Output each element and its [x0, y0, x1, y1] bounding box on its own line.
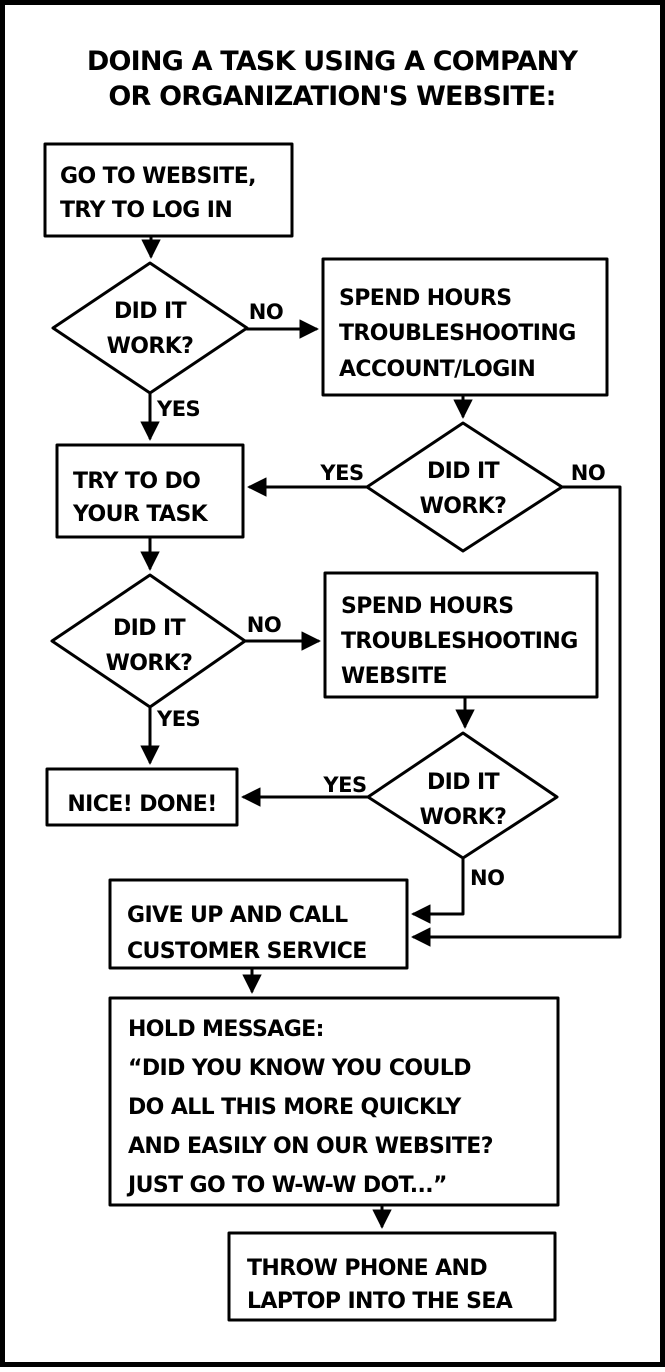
edge-label-decision1-yes: YES — [156, 397, 200, 421]
node-give-up-line2: CUSTOMER SERVICE — [127, 939, 367, 964]
node-troubleshoot-website-line2: TROUBLESHOOTING — [341, 629, 578, 654]
node-decision4-line1: DID IT — [427, 770, 500, 795]
node-decision3-diamond — [50, 573, 247, 709]
node-decision4-line2: WORK? — [420, 805, 507, 830]
node-throw-sea-box — [227, 1231, 557, 1322]
node-give-up-line1: GIVE UP AND CALL — [127, 903, 348, 928]
node-start-line2: TRY TO LOG IN — [60, 198, 232, 223]
node-decision2-line2: WORK? — [420, 494, 507, 519]
edge-label-decision1-no: NO — [249, 300, 283, 324]
node-hold-message-line4: AND EASILY ON OUR WEBSITE? — [128, 1134, 493, 1159]
node-decision4-diamond — [366, 731, 559, 860]
edge-label-decision2-no: NO — [571, 461, 605, 485]
node-troubleshoot-website-box — [323, 571, 599, 699]
node-throw-sea-line2: LAPTOP INTO THE SEA — [247, 1289, 513, 1314]
node-troubleshoot-login-box — [321, 257, 609, 397]
node-troubleshoot-login-line1: SPEND HOURS — [339, 286, 512, 311]
node-decision1-diamond — [51, 261, 249, 395]
node-hold-message-line5: JUST GO TO W-W-W DOT...” — [126, 1173, 447, 1198]
node-try-task-line2: YOUR TASK — [72, 502, 209, 527]
node-decision1-line2: WORK? — [107, 334, 194, 359]
node-done-box — [45, 767, 239, 827]
edge-label-decision4-yes: YES — [322, 773, 366, 797]
node-start-box — [43, 142, 294, 238]
node-troubleshoot-website-line1: SPEND HOURS — [341, 594, 514, 619]
node-decision2-line1: DID IT — [427, 459, 500, 484]
edge-label-decision3-no: NO — [247, 613, 281, 637]
edge-decision2-no-give-up — [411, 485, 622, 947]
node-hold-message-line3: DO ALL THIS MORE QUICKLY — [128, 1095, 462, 1120]
comic-title-line2: OR ORGANIZATION'S WEBSITE: — [108, 81, 555, 112]
node-troubleshoot-login-line2: TROUBLESHOOTING — [339, 321, 576, 346]
edge-label-decision2-yes: YES — [319, 461, 363, 485]
comic-title-line1: DOING A TASK USING A COMPANY — [87, 46, 579, 77]
node-hold-message-line1: HOLD MESSAGE: — [128, 1017, 324, 1042]
node-start-line1: GO TO WEBSITE, — [60, 164, 256, 189]
node-try-task-line1: TRY TO DO — [73, 469, 200, 494]
node-decision1-line1: DID IT — [114, 299, 187, 324]
node-give-up-box — [108, 878, 409, 970]
node-troubleshoot-website-line3: WEBSITE — [341, 664, 447, 689]
node-throw-sea-line1: THROW PHONE AND — [247, 1256, 487, 1281]
node-hold-message-line2: “DID YOU KNOW YOU COULD — [128, 1056, 471, 1081]
edge-label-decision3-yes: YES — [156, 707, 200, 731]
node-hold-message-box — [108, 996, 560, 1207]
node-decision3-line1: DID IT — [113, 616, 186, 641]
edge-decision4-no-give-up — [411, 856, 465, 924]
node-done-line1: NICE! DONE! — [67, 792, 216, 817]
node-decision2-diamond — [365, 421, 564, 553]
node-try-task-box — [55, 443, 245, 539]
node-troubleshoot-login-line3: ACCOUNT/LOGIN — [339, 357, 535, 382]
edge-label-decision4-no: NO — [470, 866, 504, 890]
node-decision3-line2: WORK? — [106, 651, 193, 676]
